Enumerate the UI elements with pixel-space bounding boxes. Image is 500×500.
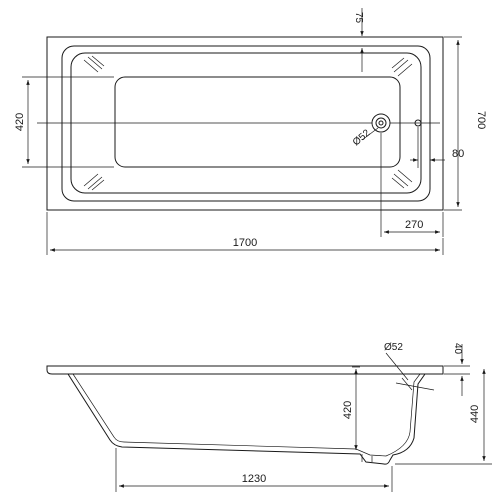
corner-stripes [83, 55, 413, 191]
top-basin-bottom [114, 76, 401, 168]
drain-icon [371, 113, 391, 133]
bottom-length-dim-label: 1230 [242, 473, 266, 485]
total-height-dim-label: 440 [469, 405, 481, 423]
length-dim-label: 1700 [233, 237, 257, 249]
depth-dim-label: 420 [342, 401, 354, 419]
top-outer-outline [46, 36, 444, 211]
side-rim-outline [46, 365, 444, 375]
top-inner-rim [61, 45, 431, 202]
drain-diameter-label: Ø52 [351, 127, 373, 148]
width-dim-label: 700 [475, 111, 487, 129]
side-body-outline [67, 373, 426, 465]
side-view: Ø52 420 40 440 1230 [46, 342, 492, 492]
rim-top-dim-label: 75 [353, 12, 364, 24]
side-inner-outline [72, 373, 421, 457]
inner-width-dim-label: 420 [14, 113, 26, 131]
rim-thickness-dim-label: 40 [452, 343, 463, 355]
drain-dist-dim-label: 270 [405, 219, 423, 231]
overflow-diameter-label: Ø52 [384, 342, 403, 353]
top-view: Ø52 75 420 700 80 270 1700 [14, 8, 487, 255]
drain-offset-dim-label: 80 [452, 148, 464, 160]
overflow-icon [414, 119, 422, 127]
